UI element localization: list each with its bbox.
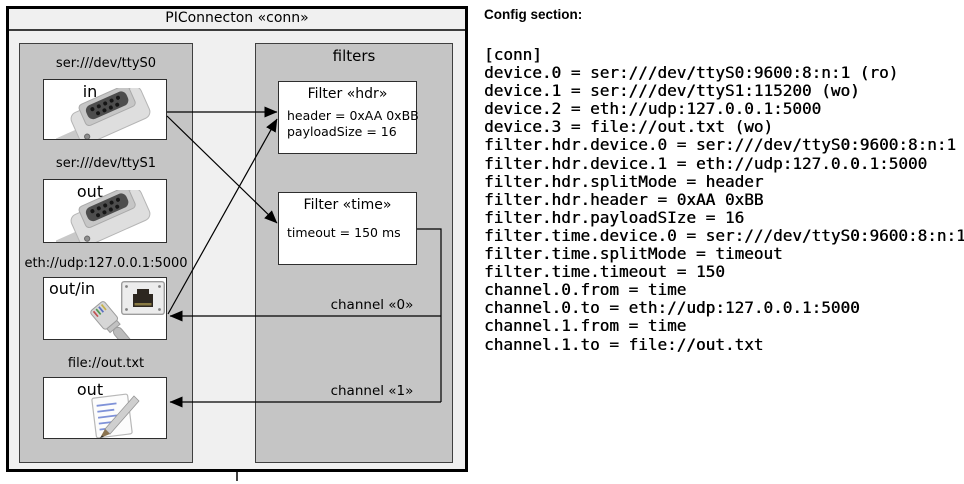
ethernet-connector-icon xyxy=(90,301,132,339)
channel-0-label: channel «0» xyxy=(330,297,414,313)
serial-connector-icon xyxy=(56,190,151,242)
serial-connector-icon xyxy=(56,88,151,139)
filter-time-param-timeout: timeout = 150 ms xyxy=(287,225,401,240)
device-mode-label: out/in xyxy=(49,279,96,298)
device-mode-label: out xyxy=(76,380,104,399)
filter-hdr-param-payload: payloadSize = 16 xyxy=(287,124,397,139)
device-box-file: out xyxy=(43,377,167,439)
device-mode-label: out xyxy=(76,182,104,201)
device-uri-label-ser0: ser:///dev/ttyS0 xyxy=(55,56,157,71)
ethernet-port-icon xyxy=(121,281,165,315)
device-box-ser1: out xyxy=(43,179,167,243)
filter-hdr-box: Filter «hdr» header = 0xAA 0xBB payloadS… xyxy=(278,81,419,154)
filter-hdr-title: Filter «hdr» xyxy=(307,86,388,102)
device-box-eth: out/in xyxy=(43,277,167,340)
channel-1-label: channel «1» xyxy=(330,383,414,399)
config-heading: Config section: xyxy=(484,7,583,22)
filter-time-title: Filter «time» xyxy=(303,197,392,213)
device-uri-label-file: file://out.txt xyxy=(67,356,145,371)
device-uri-label-eth: eth://udp:127.0.0.1:5000 xyxy=(24,256,188,271)
device-box-ser0: in xyxy=(43,79,167,140)
notepad-icon xyxy=(91,393,140,438)
device-uri-label-ser1: ser:///dev/ttyS1 xyxy=(55,156,157,171)
config-text: [conn] device.0 = ser:///dev/ttyS0:9600:… xyxy=(484,45,964,354)
diagram-title: PIConnecton «conn» xyxy=(165,10,309,26)
filter-time-box: Filter «time» timeout = 150 ms xyxy=(278,192,417,265)
device-mode-label: in xyxy=(82,82,98,101)
filters-panel-label: filters xyxy=(332,47,376,65)
filter-hdr-param-header: header = 0xAA 0xBB xyxy=(287,108,419,123)
